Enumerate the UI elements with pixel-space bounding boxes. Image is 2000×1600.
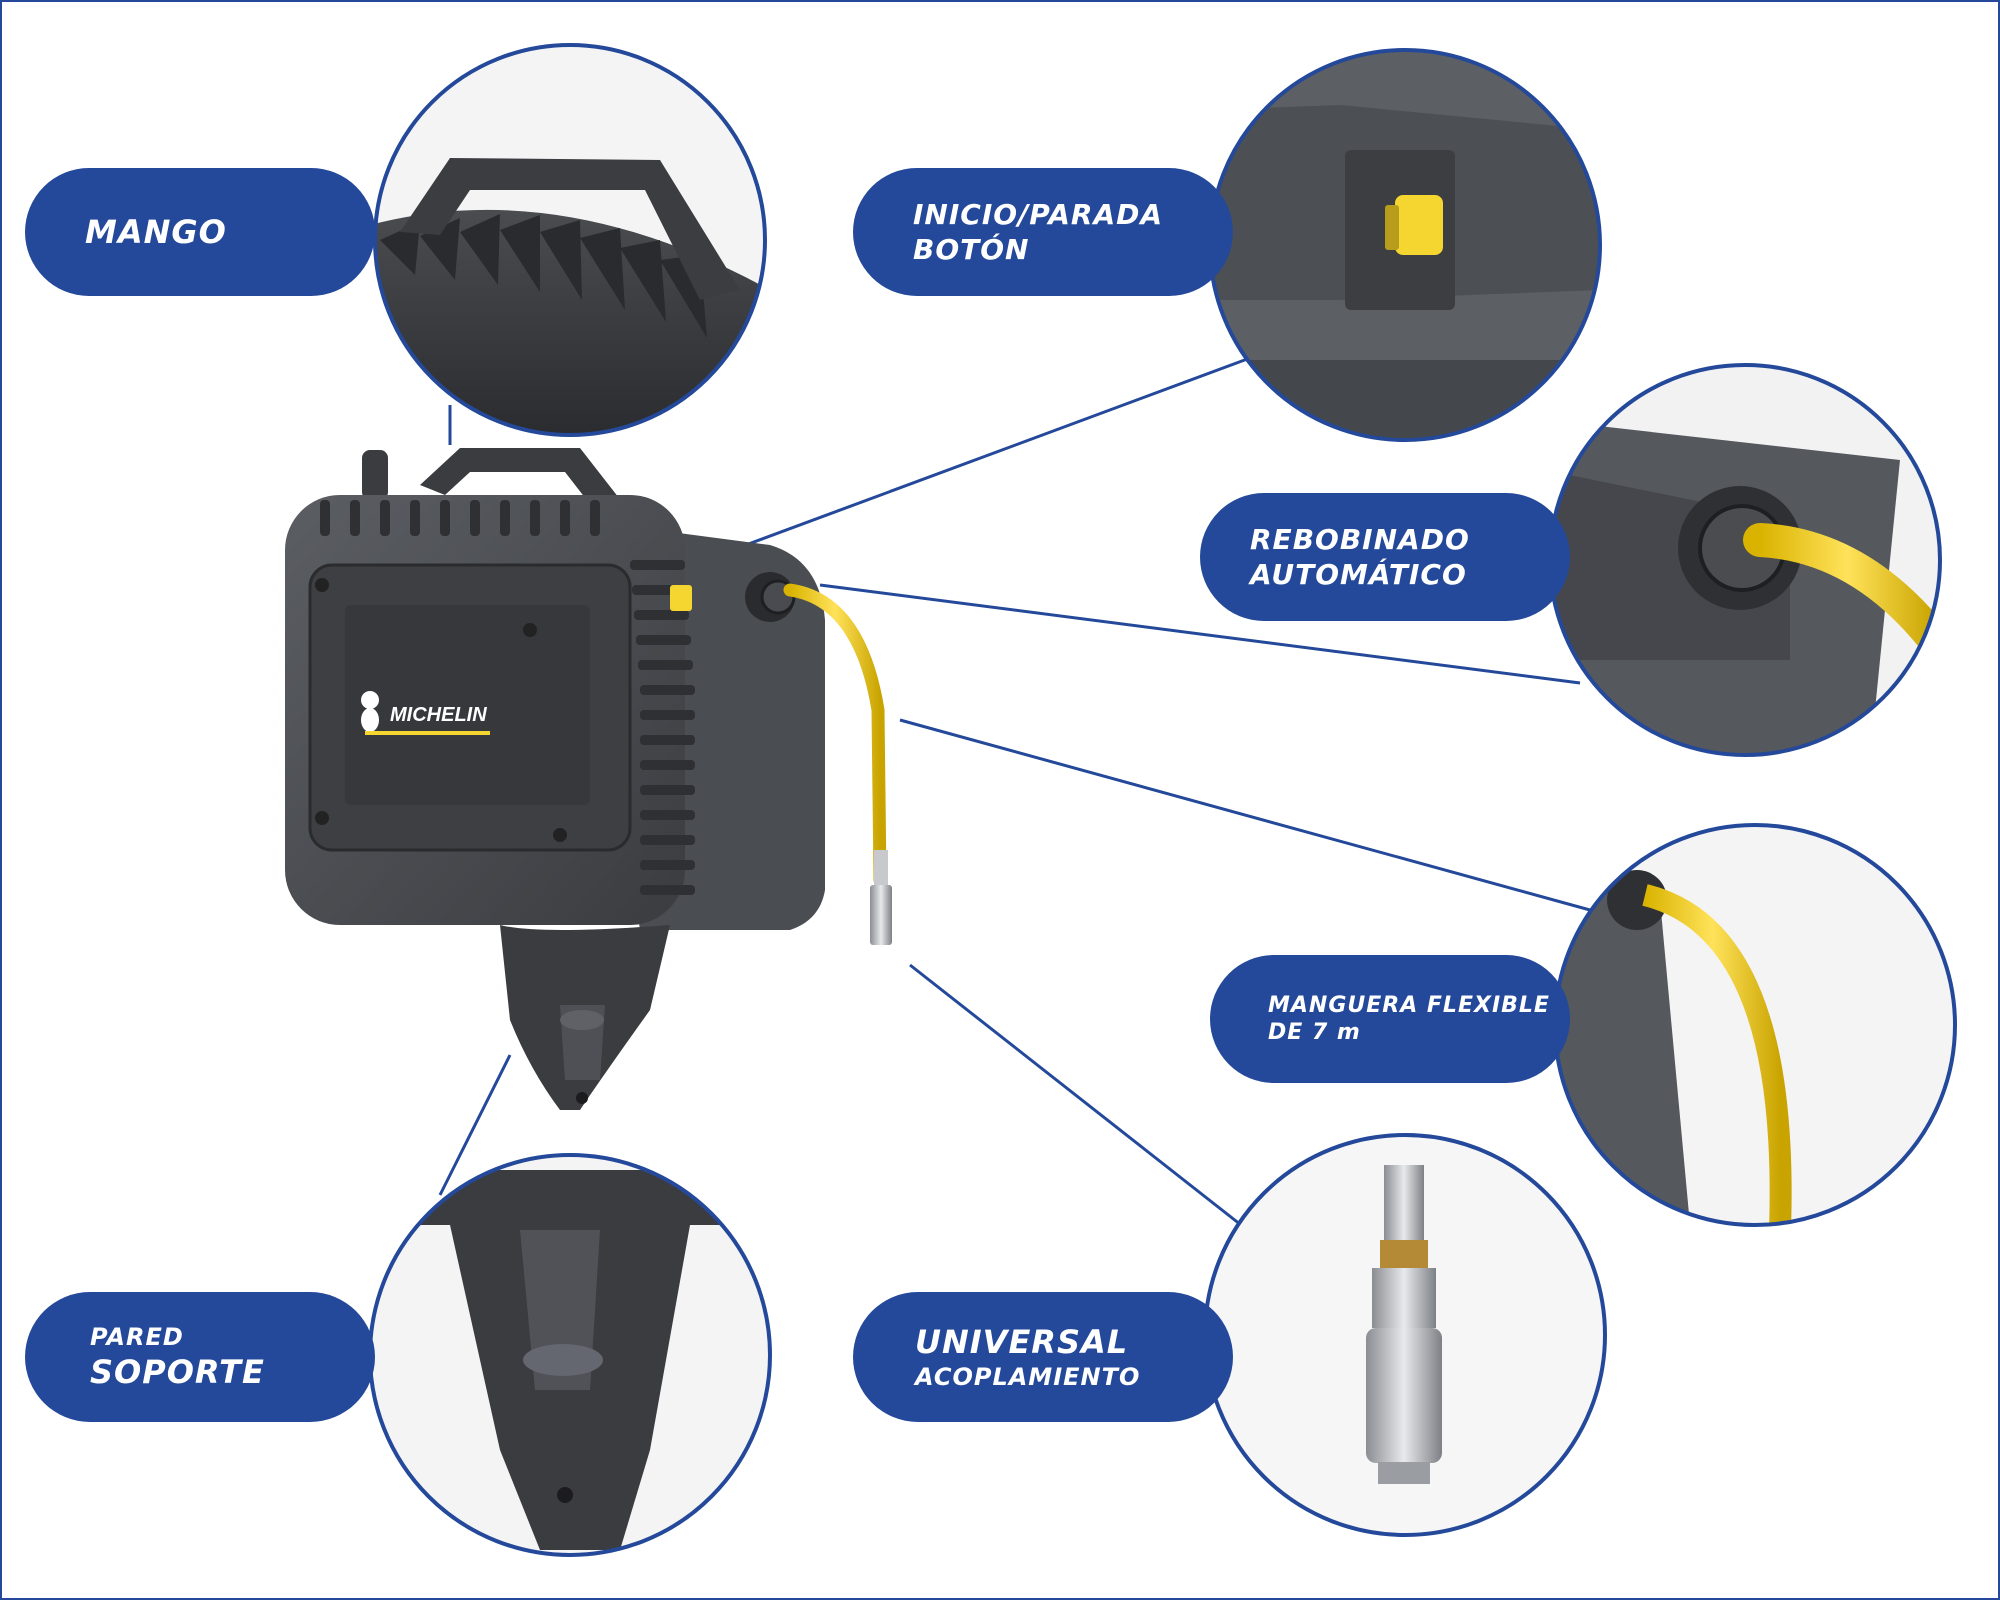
callout-start-stop-line2: BOTÓN [913,233,1030,266]
detail-universal-coupling [1205,1135,1605,1535]
detail-auto-rewind [1550,365,1940,755]
detail-handle [375,45,765,435]
callout-auto-rewind-line2: AUTOMÁTICO [1250,558,1467,591]
hose-reel-unit: MICHELIN [285,448,892,1110]
michelin-logo: MICHELIN [361,691,490,735]
detail-wall-mount [370,1155,770,1555]
callout-auto-rewind: REBOBINADO AUTOMÁTICO [1200,493,1570,621]
callout-universal-coupling: UNIVERSAL ACOPLAMIENTO [853,1292,1233,1422]
callout-wall-mount: PARED SOPORTE [25,1292,375,1422]
detail-start-stop-button [1210,50,1600,440]
connector-lines [438,356,1591,1234]
callout-start-stop: INICIO/PARADA BOTÓN [853,168,1233,296]
callout-universal-coupling-line1: UNIVERSAL [915,1323,1129,1361]
callout-universal-coupling-line2: ACOPLAMIENTO [915,1363,1141,1391]
callout-wall-mount-line2: SOPORTE [90,1353,265,1391]
callout-flexible-hose-line2: DE 7 m [1268,1020,1361,1045]
callout-start-stop-line1: INICIO/PARADA [913,198,1164,231]
callout-flexible-hose: MANGUERA FLEXIBLE DE 7 m [1210,955,1570,1083]
callout-handle: MANGO [25,168,375,296]
callout-auto-rewind-line1: REBOBINADO [1250,523,1470,556]
logo-text: MICHELIN [390,704,487,726]
detail-flexible-hose [1555,825,1955,1225]
callout-handle-line1: MANGO [85,213,227,251]
callout-wall-mount-line1: PARED [90,1323,184,1351]
callout-flexible-hose-line1: MANGUERA FLEXIBLE [1268,992,1550,1018]
